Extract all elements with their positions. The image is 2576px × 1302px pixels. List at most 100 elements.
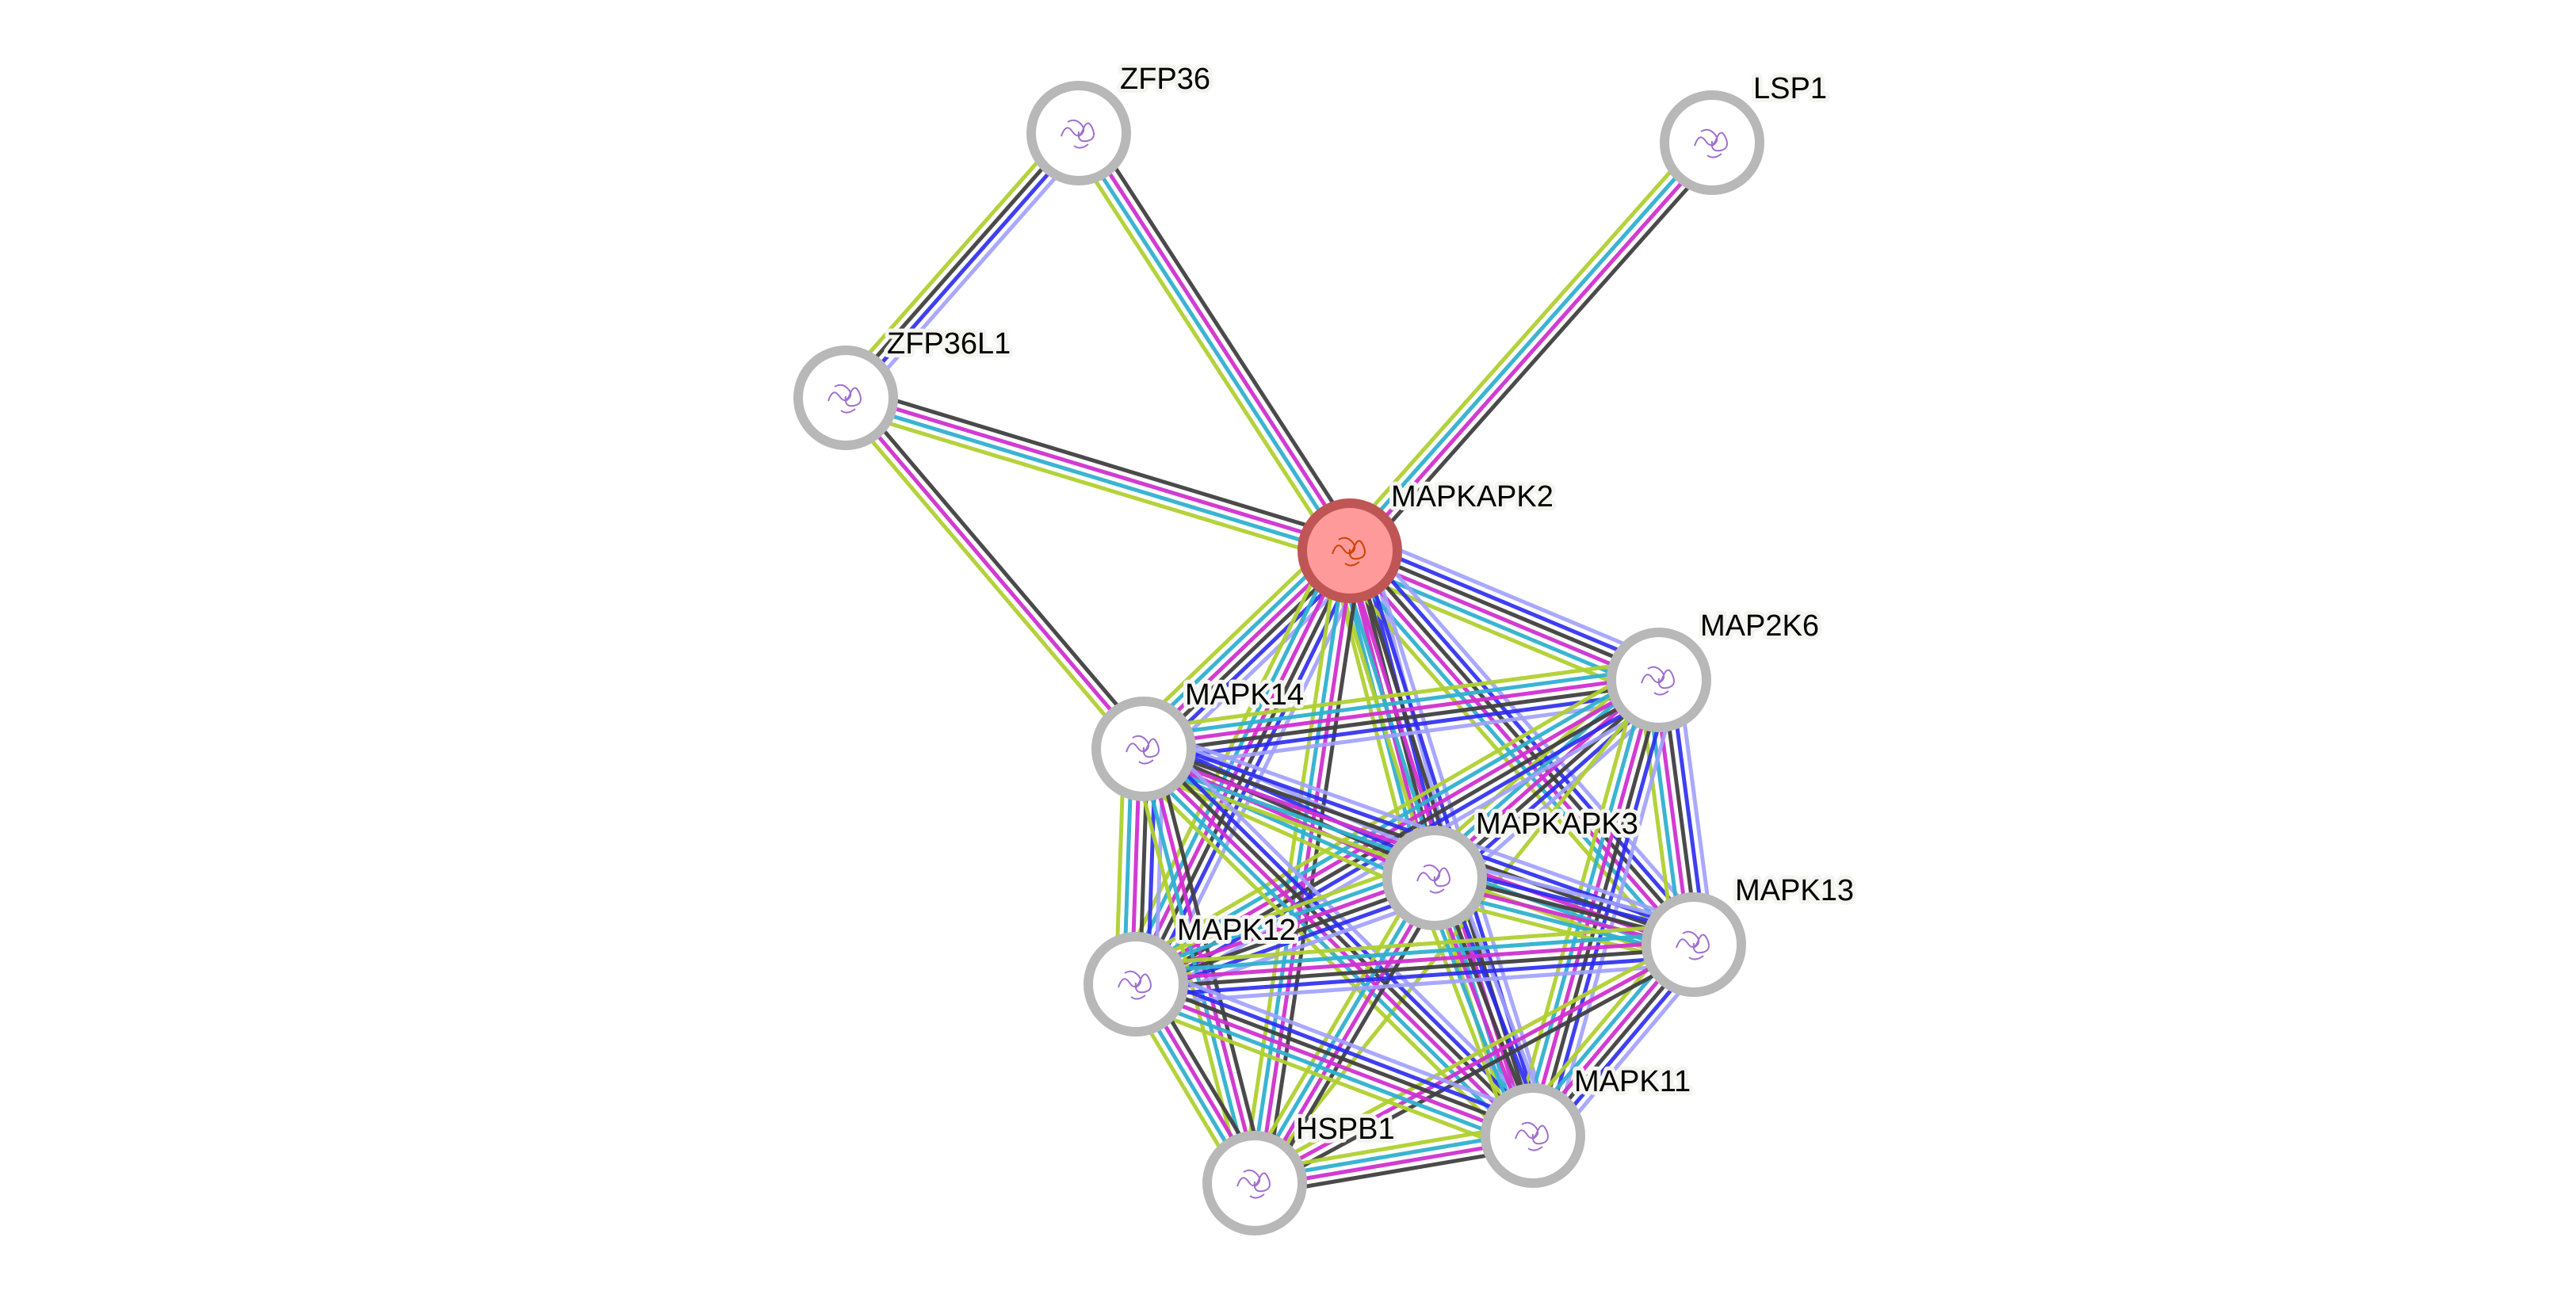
- edge-line-cooccurrence: [1145, 689, 1661, 763]
- edge-line-homology: [1145, 697, 1662, 771]
- edge-line-textmining: [1250, 936, 1691, 1178]
- edge-line-coexpression: [1144, 682, 1660, 755]
- edge-line-coexpression: [850, 391, 1152, 746]
- node-label: MAPK14: [1185, 678, 1304, 712]
- edge-line-databases: [1129, 667, 1654, 976]
- edge-line-experiments: [844, 396, 1145, 750]
- edge-line-databases: [1249, 875, 1433, 1182]
- node-label: ZFP36: [1120, 63, 1210, 96]
- edge-line-coexpression: [848, 384, 1355, 542]
- edge-line-experiments: [1253, 942, 1695, 1186]
- node-label: MAP2K6: [1700, 609, 1819, 643]
- edge-line-experiments: [1135, 938, 1694, 983]
- edge-line-textmining: [841, 407, 1347, 564]
- edges-layer: [835, 124, 1723, 1197]
- edge-line-databases: [1141, 666, 1658, 739]
- edge-line-homology: [853, 139, 1090, 407]
- edge-line-cooccurrence: [1353, 537, 1664, 671]
- nodes-layer: ZFP36 LSP1ZFP36L1MAPKAPK2MAP2K6MAPK14MAPK…: [793, 59, 1858, 1235]
- edge-zfp36l1-mapkapk2[interactable]: [841, 384, 1355, 564]
- edge-line-textmining: [1141, 658, 1657, 731]
- edge-line-coexpression: [1087, 125, 1362, 546]
- edge-line-experiments: [1130, 548, 1348, 983]
- node-label: MAPKAPK2: [1391, 480, 1554, 514]
- edge-line-cooccurrence: [1148, 736, 1441, 869]
- edge-line-cooccurrence: [847, 134, 1084, 402]
- node-mapk11[interactable]: MAPK11: [1481, 1061, 1695, 1188]
- edge-line-textmining: [1242, 871, 1427, 1178]
- protein-structure-icon: [1676, 930, 1710, 960]
- edge-line-databases: [1073, 134, 1348, 555]
- edge-line-experiments: [1351, 143, 1717, 555]
- edge-line-homology: [1356, 530, 1668, 664]
- edge-line-textmining: [835, 124, 1072, 391]
- node-label: MAPKAPK3: [1476, 808, 1638, 841]
- edge-line-textmining: [1067, 138, 1342, 559]
- node-hspb1[interactable]: HSPB1: [1202, 1109, 1399, 1235]
- protein-structure-icon: [1126, 735, 1160, 765]
- edge-line-textmining: [1134, 922, 1693, 967]
- node-zfp36[interactable]: ZFP36: [1026, 59, 1214, 185]
- edge-line-coexpression: [1136, 946, 1695, 991]
- edge-mapk14-mapkapk3[interactable]: [1134, 728, 1444, 899]
- edge-line-textmining: [838, 401, 1140, 756]
- edge-line-textmining: [1128, 857, 1429, 968]
- edge-map2k6-mapk14[interactable]: [1141, 658, 1662, 771]
- edge-mapk13-hspb1[interactable]: [1250, 936, 1699, 1192]
- edge-line-databases: [1345, 139, 1711, 550]
- edge-line-coexpression: [1145, 744, 1538, 1135]
- protein-structure-icon: [1118, 970, 1152, 1000]
- node-label: LSP1: [1753, 72, 1827, 105]
- node-mapk12[interactable]: MAPK12: [1084, 910, 1300, 1037]
- edge-map2k6-hspb1[interactable]: [1253, 678, 1661, 1185]
- node-mapk13[interactable]: MAPK13: [1642, 870, 1858, 997]
- protein-structure-icon: [1061, 119, 1095, 149]
- protein-structure-icon: [1641, 666, 1675, 696]
- edge-line-textmining: [1128, 1001, 1527, 1156]
- node-label: MAPK13: [1735, 874, 1854, 907]
- edge-line-cooccurrence: [1139, 971, 1538, 1127]
- node-mapkapk2[interactable]: MAPKAPK2: [1298, 476, 1557, 603]
- edge-mapk12-mapk11[interactable]: [1128, 964, 1541, 1156]
- edge-line-experiments: [1141, 750, 1434, 884]
- edge-line-coexpression: [841, 129, 1078, 397]
- edge-line-experiments: [1133, 674, 1658, 983]
- edge-zfp36l1-mapk14[interactable]: [838, 391, 1152, 756]
- node-mapkapk3[interactable]: MAPKAPK3: [1382, 804, 1642, 930]
- protein-structure-icon: [1515, 1121, 1549, 1151]
- edge-line-textmining: [1339, 133, 1705, 544]
- edge-line-coexpression: [1257, 949, 1699, 1192]
- edge-line-coexpression: [1263, 883, 1447, 1190]
- edge-line-experiments: [1345, 552, 1693, 949]
- edge-line-coexpression: [1136, 978, 1535, 1134]
- edge-line-experiments: [1139, 750, 1532, 1140]
- edge-line-experiments: [1080, 129, 1355, 550]
- edge-line-experiments: [1133, 986, 1533, 1142]
- edge-line-experiments: [1256, 879, 1440, 1186]
- edge-zfp36-mapkapk2[interactable]: [1067, 125, 1362, 559]
- edge-line-databases: [1123, 544, 1341, 980]
- edge-line-databases: [1131, 865, 1431, 976]
- node-label: HSPB1: [1296, 1113, 1395, 1146]
- protein-structure-icon: [1694, 128, 1728, 158]
- node-label: ZFP36L1: [887, 327, 1011, 361]
- node-label: MAPK11: [1574, 1065, 1691, 1098]
- edge-lsp1-mapkapk2[interactable]: [1339, 133, 1723, 560]
- edge-line-homology: [1363, 536, 1710, 934]
- protein-structure-icon: [1236, 1169, 1271, 1199]
- protein-structure-icon: [827, 384, 862, 414]
- node-zfp36l1[interactable]: ZFP36L1: [793, 323, 1015, 450]
- edge-line-databases: [1130, 993, 1530, 1149]
- edge-line-coexpression: [1357, 149, 1723, 560]
- edge-line-textmining: [1420, 663, 1648, 865]
- edge-zfp36-zfp36l1[interactable]: [835, 124, 1090, 407]
- node-label: MAPK12: [1177, 914, 1296, 947]
- node-map2k6[interactable]: MAP2K6: [1607, 605, 1823, 732]
- node-lsp1[interactable]: LSP1: [1660, 68, 1831, 195]
- edge-line-experiments: [1143, 674, 1659, 747]
- edge-mapkapk3-hspb1[interactable]: [1242, 871, 1447, 1190]
- edge-line-textmining: [1253, 678, 1661, 1185]
- node-mapk14[interactable]: MAPK14: [1091, 674, 1308, 801]
- edge-line-coexpression: [1350, 545, 1661, 678]
